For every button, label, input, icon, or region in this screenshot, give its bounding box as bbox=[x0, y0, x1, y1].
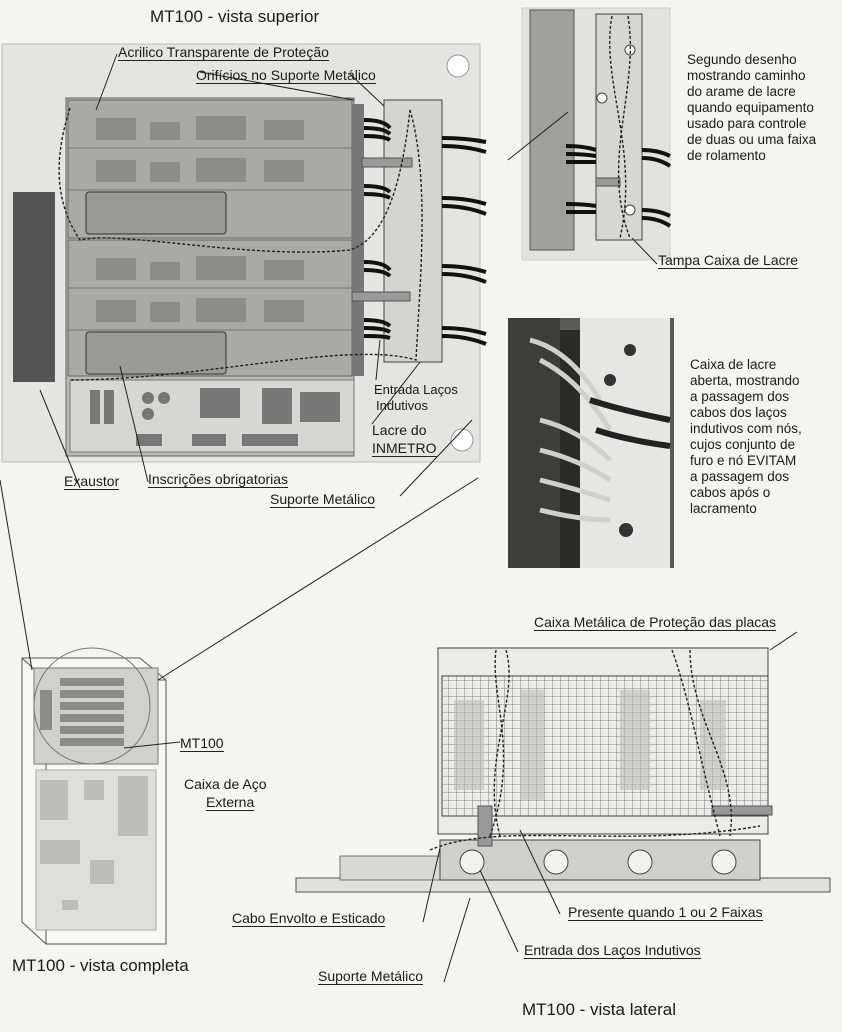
note-line: cabos após o bbox=[690, 485, 771, 500]
note-line: Caixa de lacre bbox=[690, 357, 777, 372]
note-line: Segundo desenho bbox=[687, 52, 797, 67]
note-line: cabos dos laços bbox=[690, 405, 787, 420]
inductive-entry-label-2: Indutivos bbox=[376, 398, 429, 413]
note-line: a passagem dos bbox=[690, 469, 790, 484]
inmetro-seal-label-1: Lacre do bbox=[372, 422, 427, 438]
inductive-entry-label-1: Entrada Laços bbox=[374, 382, 458, 397]
exhaust-fan bbox=[13, 192, 55, 382]
second-drawing-note: Segundo desenho mostrando caminho do ara… bbox=[687, 52, 816, 164]
note-line: aberta, mostrando bbox=[690, 373, 800, 388]
inductive-loops-entry-label: Entrada dos Laços Indutivos bbox=[524, 942, 701, 959]
note-line: de rolamento bbox=[687, 148, 766, 163]
note-line: do arame de lacre bbox=[687, 84, 796, 99]
top-view-title: MT100 - vista superior bbox=[150, 7, 320, 26]
exhaust-label: Exaustor bbox=[64, 473, 120, 490]
side-view-drawing bbox=[295, 647, 831, 893]
note-line: indutivos com nós, bbox=[690, 421, 802, 436]
note-line: cujos conjunto de bbox=[690, 437, 796, 452]
leader-lines bbox=[0, 53, 798, 983]
note-line: lacramento bbox=[690, 501, 757, 516]
steel-box-label-2: Externa bbox=[206, 794, 255, 811]
full-view-drawing bbox=[21, 647, 167, 945]
holes-label: Orifícios no Suporte Metálico bbox=[196, 67, 376, 84]
acrylic-label: Acrilico Transparente de Proteção bbox=[118, 44, 329, 61]
metal-support-bottom-label: Suporte Metálico bbox=[318, 968, 424, 985]
side-view-title: MT100 - vista lateral bbox=[522, 1000, 676, 1019]
note-line: furo e nó EVITAM bbox=[690, 453, 797, 468]
top-view-drawing bbox=[1, 43, 487, 463]
note-line: mostrando caminho bbox=[687, 68, 806, 83]
second-drawing bbox=[521, 7, 672, 261]
metal-support-top-label: Suporte Metálico bbox=[270, 491, 376, 508]
seal-box-cover-label: Tampa Caixa de Lacre bbox=[658, 252, 799, 269]
inmetro-seal-label-2: INMETRO bbox=[372, 440, 437, 457]
seal-box-photo bbox=[508, 318, 674, 568]
note-line: a passagem dos bbox=[690, 389, 790, 404]
metal-box-label: Caixa Metálica de Proteção das placas bbox=[534, 614, 777, 631]
mandatory-inscriptions-label: Inscrições obrigatorias bbox=[148, 471, 289, 488]
note-line: quando equipamento bbox=[687, 100, 814, 115]
note-line: de duas ou uma faixa bbox=[687, 132, 817, 147]
seal-box-open-note: Caixa de lacre aberta, mostrando a passa… bbox=[690, 357, 802, 517]
mt100-label: MT100 bbox=[180, 735, 224, 752]
steel-box-label-1: Caixa de Aço bbox=[184, 776, 267, 792]
present-when-label: Presente quando 1 ou 2 Faixas bbox=[568, 904, 763, 921]
seal-box bbox=[383, 99, 443, 363]
cable-wrapped-label: Cabo Envolto e Esticado bbox=[232, 910, 386, 927]
note-line: usado para controle bbox=[687, 116, 807, 131]
full-view-title: MT100 - vista completa bbox=[12, 956, 189, 975]
